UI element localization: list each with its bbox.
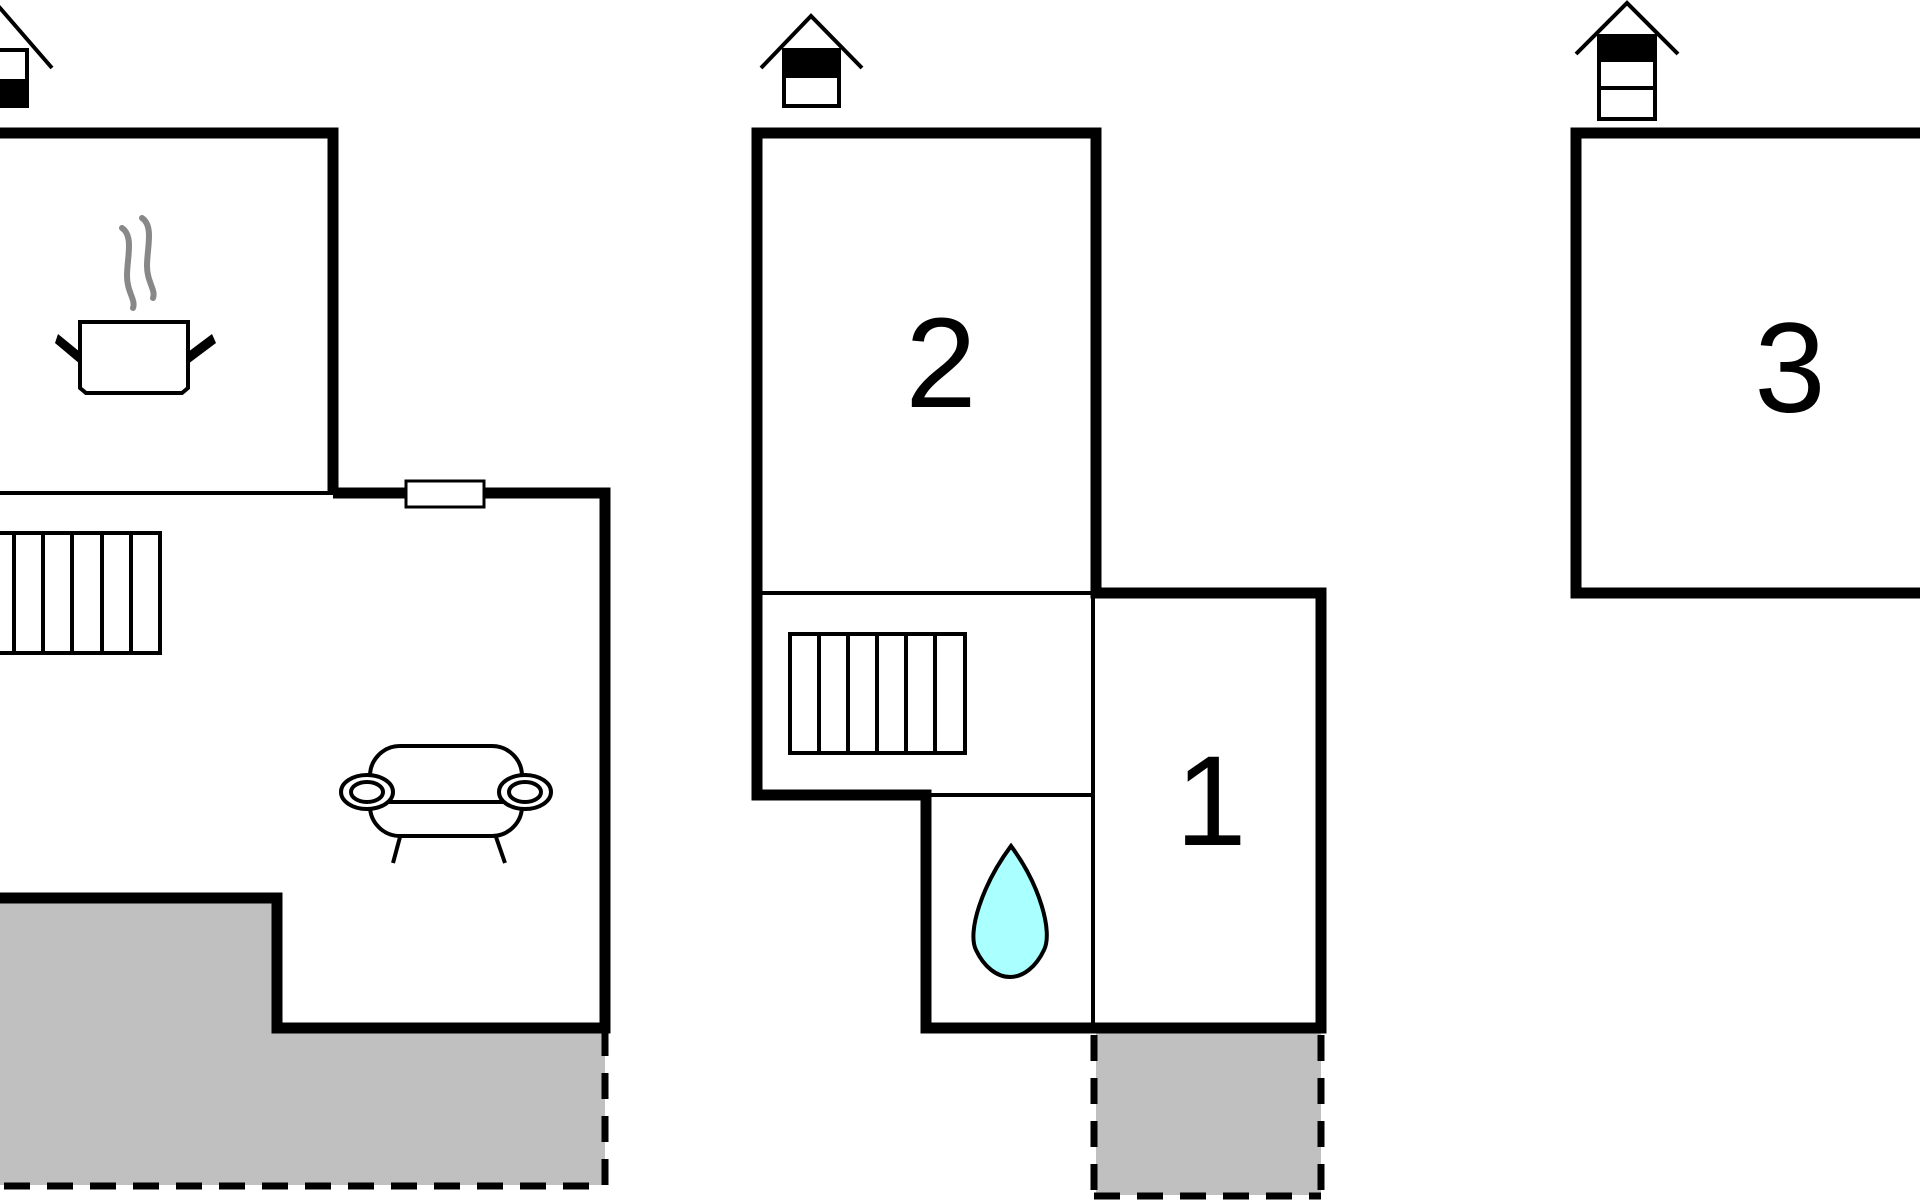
right-unit: 3	[1570, 0, 1920, 599]
door-icon	[404, 479, 486, 509]
cooking-pot-icon	[55, 215, 216, 395]
left-unit	[0, 5, 611, 1190]
room-1-label: 1	[1175, 730, 1246, 873]
house-level-icon-ground	[0, 5, 54, 108]
terrace-left	[0, 898, 605, 1185]
terrace-left-dashed-edge	[0, 1030, 609, 1190]
house-level-icon-middle	[759, 13, 864, 108]
middle-unit: 2 1	[751, 13, 1327, 1200]
water-drop-icon	[971, 842, 1049, 980]
radiator-icon	[0, 531, 162, 655]
radiator-icon	[788, 632, 967, 755]
middle-unit-wall	[751, 127, 1327, 1034]
room-2-label: 2	[905, 292, 976, 435]
living-room-wall	[0, 487, 611, 1034]
room-3-wall	[1570, 127, 1920, 599]
room-3-label: 3	[1754, 297, 1825, 440]
house-level-icon-top	[1574, 0, 1680, 121]
sofa-icon	[339, 744, 553, 864]
kitchen-wall	[0, 127, 339, 493]
terrace-middle	[1096, 1030, 1321, 1195]
